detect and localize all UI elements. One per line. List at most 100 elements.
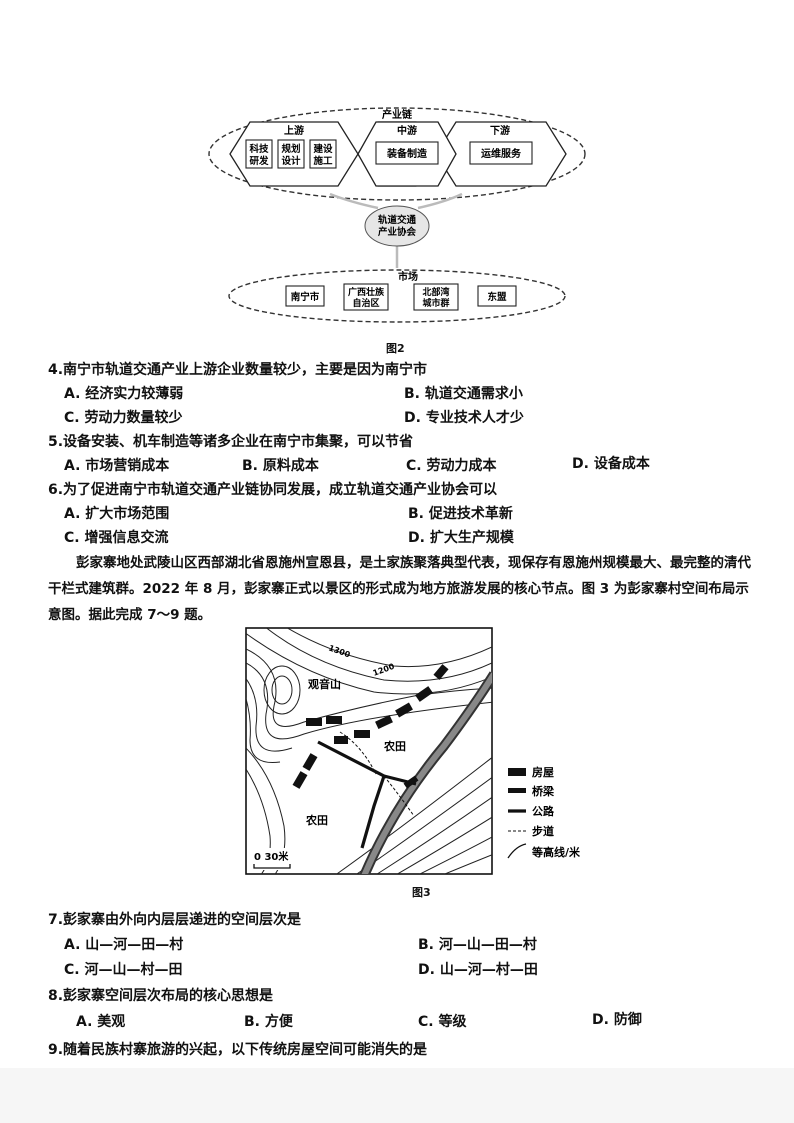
upstream-box-3: [309, 139, 337, 169]
legend-contour: 等高线/米: [531, 845, 581, 859]
contour-line: [396, 816, 492, 874]
downstream-item: 运维服务: [481, 147, 522, 160]
midstream-box: [375, 141, 439, 165]
market-box-1: [285, 285, 325, 307]
house: [433, 664, 449, 680]
market-box-2: [343, 283, 389, 311]
market-item-1: 南宁市: [291, 291, 320, 303]
legend-house: 房屋: [532, 765, 554, 779]
contour-line: [265, 628, 492, 682]
map-frame: [245, 627, 493, 875]
market-item-4: 东盟: [487, 291, 507, 303]
passage-penjiazhai: 彭家寨地处武陵山区西部湖北省恩施州宣恩县，是土家族聚落典型代表，现保存有恩施州规…: [48, 555, 751, 623]
question-8-option-a[interactable]: A. 美观: [76, 1014, 126, 1030]
question-7-option-b[interactable]: B. 河—山—田—村: [418, 937, 537, 953]
question-5-option-a[interactable]: A. 市场营销成本: [64, 458, 170, 474]
chain-title: 产业链: [382, 108, 413, 121]
question-7-stem: 7.彭家寨由外向内层层递进的空间层次是: [48, 912, 302, 928]
midstream-item: 装备制造: [386, 147, 428, 160]
footpath: [339, 731, 377, 775]
question-4-option-a[interactable]: A. 经济实力较薄弱: [64, 386, 184, 402]
association-line2: 产业协会: [378, 226, 417, 238]
market-box-3: [413, 283, 459, 311]
figure-2-diagram: 产业链 上游 中游 下游 科技 研发 规划 设计 建设 施工 装备制造 运维服务…: [208, 107, 586, 323]
scale-label: 0 30米: [254, 850, 289, 863]
road: [317, 740, 386, 849]
midstream-title: 中游: [397, 124, 417, 137]
question-8-option-d[interactable]: D. 防御: [592, 1012, 642, 1028]
market-item-2-line2: 自治区: [352, 297, 379, 309]
mountain-label: 观音山: [308, 677, 341, 691]
house: [292, 771, 308, 789]
river-longtan-inner: [361, 672, 492, 874]
question-6-option-b[interactable]: B. 促进技术革新: [408, 506, 513, 522]
footpath: [383, 775, 415, 817]
contour-line: [244, 710, 245, 776]
question-5-option-b[interactable]: B. 原料成本: [242, 458, 319, 474]
question-5-option-c[interactable]: C. 劳动力成本: [406, 458, 497, 474]
question-4-option-d[interactable]: D. 专业技术人才少: [404, 410, 524, 426]
contour-line: [418, 836, 492, 874]
upstream-item-1-line2: 研发: [249, 155, 269, 167]
legend-contour-symbol: [507, 843, 527, 859]
question-6-option-d[interactable]: D. 扩大生产规模: [408, 530, 514, 546]
market-ellipse: [228, 269, 566, 323]
scale-bar-bg: [250, 848, 298, 870]
upstream-title: 上游: [284, 124, 304, 137]
question-7-option-d[interactable]: D. 山—河—村—田: [418, 962, 538, 978]
question-8-option-b[interactable]: B. 方便: [244, 1014, 293, 1030]
arrow-chain-to-association: [329, 192, 379, 210]
association-line1: 轨道交通: [378, 214, 417, 226]
legend-bridge: 桥梁: [532, 784, 555, 798]
house: [306, 718, 322, 726]
question-4-option-b[interactable]: B. 轨道交通需求小: [404, 386, 523, 402]
figure-3-legend: 房屋 桥梁 公路 步道 等高线/米: [507, 765, 581, 859]
contour-line: [246, 677, 293, 752]
contour-line: [443, 854, 492, 874]
question-8-option-c[interactable]: C. 等级: [418, 1014, 467, 1030]
contour-line: [246, 696, 281, 764]
contour-line: [335, 756, 492, 874]
legend-footpath: 步道: [532, 824, 554, 838]
question-6-option-a[interactable]: A. 扩大市场范围: [64, 506, 170, 522]
arrow-chain-to-association-right: [417, 192, 463, 210]
question-4-option-c[interactable]: C. 劳动力数量较少: [64, 410, 183, 426]
scale-bar: [253, 864, 291, 869]
question-5-option-d[interactable]: D. 设备成本: [572, 456, 650, 472]
contour-line: [246, 632, 492, 695]
question-9-stem: 9.随着民族村寨旅游的兴起，以下传统房屋空间可能消失的是: [48, 1042, 428, 1058]
market-item-3-line1: 北部湾: [422, 286, 449, 298]
house: [302, 753, 318, 771]
question-6-option-c[interactable]: C. 增强信息交流: [64, 530, 169, 546]
question-4-stem: 4.南宁市轨道交通产业上游企业数量较少，主要是因为南宁市: [48, 362, 428, 378]
house: [334, 736, 348, 744]
question-7-option-a[interactable]: A. 山—河—田—村: [64, 937, 184, 953]
house: [375, 714, 393, 730]
association-ellipse: [364, 205, 430, 247]
upstream-item-3-line2: 施工: [313, 155, 333, 167]
upstream-item-1-line1: 科技: [249, 143, 269, 155]
contour-line: [286, 628, 492, 668]
upstream-item-2-line1: 规划: [281, 143, 300, 155]
downstream-title: 下游: [490, 124, 510, 137]
question-8-stem: 8.彭家寨空间层次布局的核心思想是: [48, 988, 274, 1004]
legend-house-symbol: [508, 768, 526, 776]
market-title: 市场: [398, 270, 418, 283]
field-label-top: 农田: [383, 739, 406, 753]
figure-3-map: 1300 1200 观音山 农田 农田 龙潭河 0 30米: [244, 627, 493, 875]
legend-bridge-symbol: [508, 788, 526, 793]
bridge: [403, 775, 419, 789]
house: [326, 716, 342, 724]
upstream-box-2: [277, 139, 305, 169]
upstream-item-3-line1: 建设: [312, 143, 333, 155]
market-item-2-line1: 广西壮族: [348, 286, 385, 298]
contour-line: [376, 796, 492, 874]
market-box-4: [477, 285, 517, 307]
question-6-stem: 6.为了促进南宁市轨道交通产业链协同发展，成立轨道交通产业协会可以: [48, 482, 498, 498]
house: [395, 702, 413, 718]
house: [354, 730, 370, 738]
legend-road: 公路: [532, 804, 555, 818]
downstream-box: [469, 141, 533, 165]
field-label-bottom: 农田: [305, 813, 328, 827]
question-7-option-c[interactable]: C. 河—山—村—田: [64, 962, 183, 978]
